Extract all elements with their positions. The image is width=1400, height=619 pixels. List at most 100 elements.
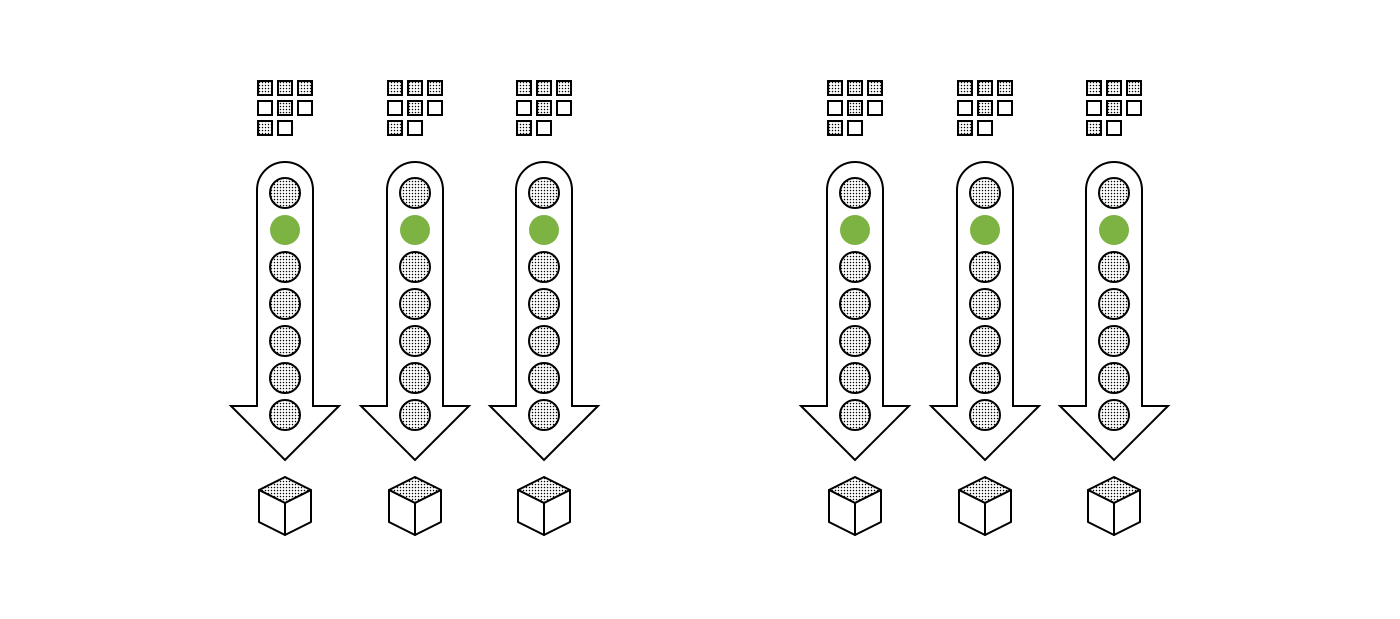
grid-icon <box>387 80 443 136</box>
pipeline-6 <box>1057 80 1171 536</box>
grid-cell <box>257 80 273 96</box>
grid-cell <box>847 100 863 116</box>
queue-item <box>839 251 871 283</box>
queue-item <box>969 399 1001 431</box>
grid-cell <box>977 100 993 116</box>
queue-item <box>269 177 301 209</box>
pipeline-4 <box>798 80 912 536</box>
grid-cell <box>556 100 572 116</box>
grid-cell <box>407 120 423 136</box>
grid-cell <box>1086 120 1102 136</box>
grid-cell <box>957 100 973 116</box>
highlighted-item <box>840 215 870 245</box>
grid-icon <box>516 80 572 136</box>
queue-item <box>1098 362 1130 394</box>
queue-item <box>969 325 1001 357</box>
highlighted-item <box>270 215 300 245</box>
grid-cell <box>536 120 552 136</box>
grid-cell <box>997 80 1013 96</box>
queue-item <box>839 325 871 357</box>
queue-item <box>969 362 1001 394</box>
cube-icon <box>828 476 882 536</box>
cube-right-face <box>984 489 1012 536</box>
highlighted-item <box>970 215 1000 245</box>
grid-cell <box>277 120 293 136</box>
queue-item <box>1098 288 1130 320</box>
grid-cell <box>847 120 863 136</box>
grid-cell <box>387 80 403 96</box>
grid-cell <box>1126 100 1142 116</box>
cube-right-face <box>1113 489 1141 536</box>
cube-icon <box>1087 476 1141 536</box>
queue-item <box>269 399 301 431</box>
grid-cell <box>827 80 843 96</box>
queue-item <box>269 325 301 357</box>
queue-item <box>1098 177 1130 209</box>
grid-icon <box>257 80 313 136</box>
queue-item <box>399 251 431 283</box>
pipeline-2 <box>358 80 472 536</box>
queue-item <box>1098 399 1130 431</box>
grid-cell <box>257 120 273 136</box>
cube-right-face <box>854 489 882 536</box>
grid-cell <box>277 80 293 96</box>
grid-cell <box>257 100 273 116</box>
highlighted-item <box>1099 215 1129 245</box>
grid-cell <box>827 120 843 136</box>
grid-cell <box>997 100 1013 116</box>
queue-item <box>399 325 431 357</box>
cube-right-face <box>414 489 442 536</box>
grid-cell <box>867 100 883 116</box>
grid-cell <box>957 80 973 96</box>
cube-right-face <box>284 489 312 536</box>
grid-cell <box>1106 100 1122 116</box>
queue-item <box>269 288 301 320</box>
queue-item <box>1098 251 1130 283</box>
grid-cell <box>847 80 863 96</box>
grid-cell <box>387 100 403 116</box>
cube-right-face <box>543 489 571 536</box>
grid-icon <box>957 80 1013 136</box>
queue-item <box>1098 325 1130 357</box>
cube-icon <box>517 476 571 536</box>
cube-icon <box>388 476 442 536</box>
queue-item <box>969 177 1001 209</box>
pipelines-group <box>228 80 1171 536</box>
queue-item <box>969 251 1001 283</box>
grid-icon <box>827 80 883 136</box>
grid-cell <box>1126 80 1142 96</box>
grid-cell <box>536 100 552 116</box>
grid-cell <box>277 100 293 116</box>
grid-cell <box>407 100 423 116</box>
pipeline-1 <box>228 80 342 536</box>
grid-cell <box>427 100 443 116</box>
grid-cell <box>977 120 993 136</box>
queue-item <box>399 288 431 320</box>
queue-item <box>269 251 301 283</box>
grid-cell <box>957 120 973 136</box>
grid-cell <box>1106 120 1122 136</box>
grid-cell <box>1106 80 1122 96</box>
queue-item <box>528 362 560 394</box>
queue-item <box>399 362 431 394</box>
cube-icon <box>258 476 312 536</box>
grid-cell <box>536 80 552 96</box>
grid-cell <box>516 120 532 136</box>
queue-item <box>528 399 560 431</box>
queue-item <box>839 177 871 209</box>
queue-item <box>528 288 560 320</box>
grid-cell <box>516 80 532 96</box>
queue-item <box>399 177 431 209</box>
queue-item <box>269 362 301 394</box>
grid-cell <box>407 80 423 96</box>
grid-cell <box>427 80 443 96</box>
grid-cell <box>556 80 572 96</box>
grid-cell <box>297 80 313 96</box>
queue-item <box>528 177 560 209</box>
highlighted-item <box>529 215 559 245</box>
grid-cell <box>387 120 403 136</box>
grid-cell <box>297 100 313 116</box>
cube-icon <box>958 476 1012 536</box>
queue-item <box>399 399 431 431</box>
